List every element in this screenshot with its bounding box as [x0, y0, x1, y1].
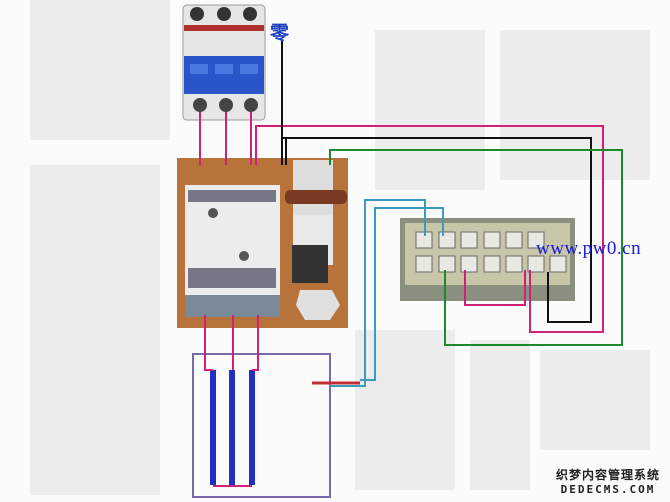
- watermark-en: DEDECMS.COM: [560, 483, 656, 496]
- website-link[interactable]: www.pw0.cn: [536, 238, 642, 259]
- green-wire: [329, 149, 623, 346]
- water-tank: [192, 353, 360, 498]
- background-ghost: [30, 0, 650, 495]
- circuit-breaker: [182, 4, 266, 121]
- neutral-label: 零: [270, 22, 290, 44]
- probe-wire: [330, 199, 426, 387]
- wires: [199, 40, 623, 387]
- contactor-board: [177, 158, 348, 328]
- phase-wires: [199, 112, 604, 371]
- neutral-wire: [281, 40, 592, 323]
- watermark-cn: 织梦内容管理系统: [556, 468, 661, 482]
- watermark: 织梦内容管理系统 DEDECMS.COM: [556, 466, 660, 496]
